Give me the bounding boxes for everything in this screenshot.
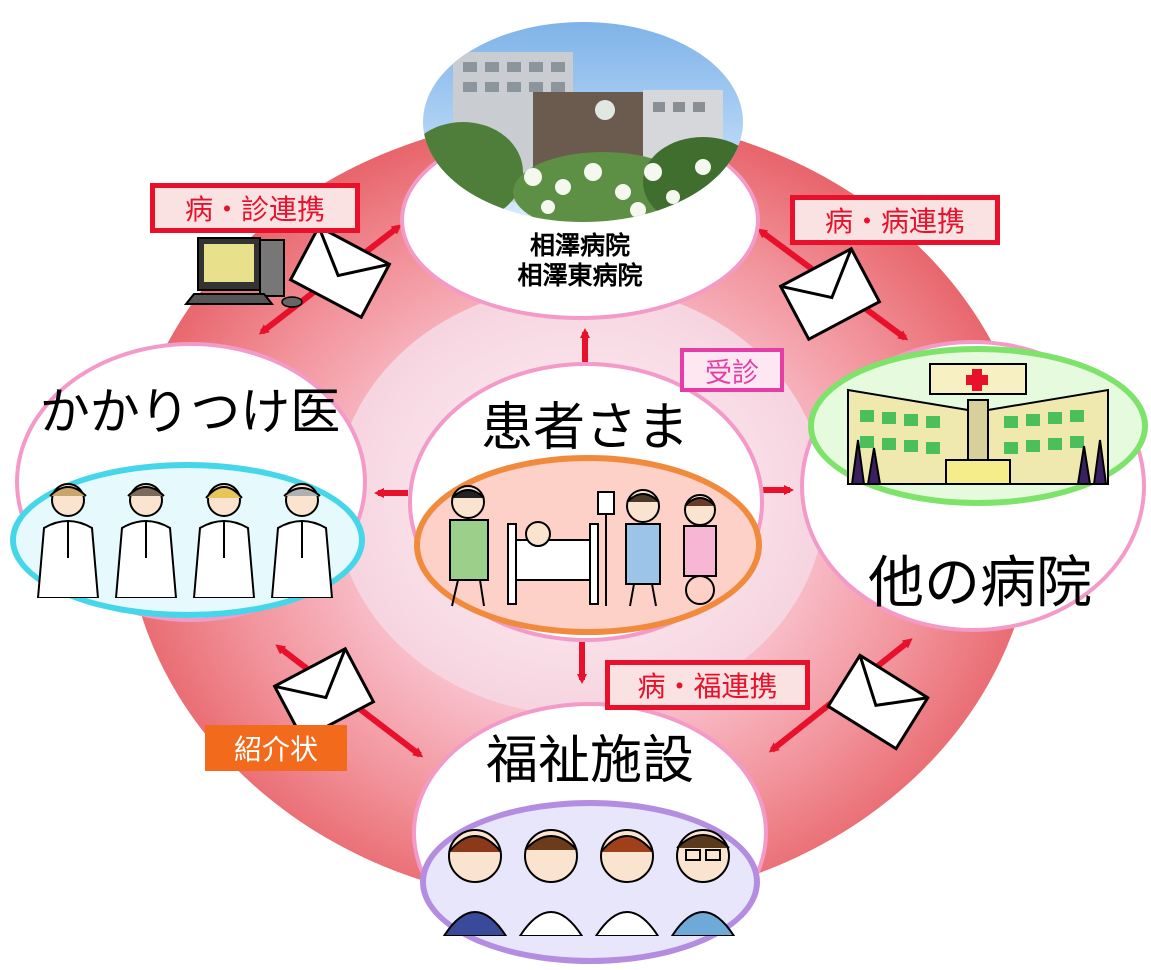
envelope-icon (778, 246, 882, 342)
staff-illustration (442, 829, 736, 936)
patient-label: 患者さま (480, 398, 689, 458)
computer-icon (183, 237, 303, 308)
hospital-name-line2: 相澤東病院 (517, 261, 643, 290)
doctors-illustration (36, 483, 334, 598)
welfare-label: 福祉施設 (485, 731, 694, 791)
tag-consult: 受診 (680, 348, 784, 392)
envelope-icon (272, 646, 376, 742)
envelope-icon (826, 653, 930, 751)
hospital-photo (423, 22, 743, 222)
other-hospital-label: 他の病院 (868, 551, 1092, 616)
family-doctor-label: かかりつけ医 (39, 383, 341, 441)
building-illustration (847, 363, 1109, 485)
tag-clinic-link: 病・診連携 (150, 183, 360, 233)
tag-welfare-link: 病・福連携 (605, 660, 810, 710)
hospital-name-line1: 相澤病院 (529, 231, 630, 260)
envelope-icon (288, 224, 392, 320)
tag-hospital-link: 病・病連携 (790, 195, 1000, 245)
tag-referral: 紹介状 (205, 725, 347, 771)
patients-illustration (449, 485, 717, 607)
